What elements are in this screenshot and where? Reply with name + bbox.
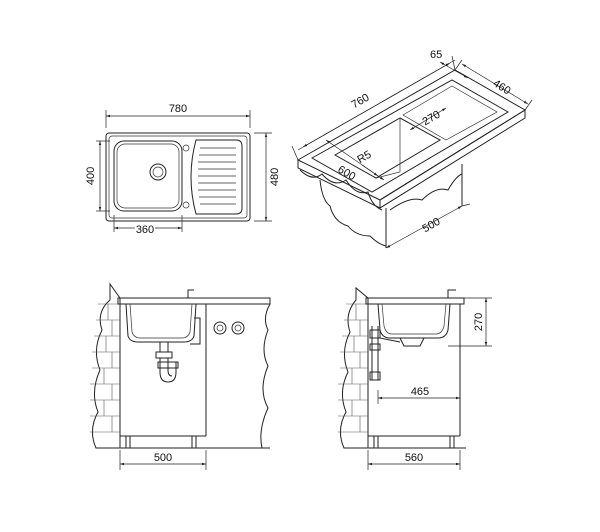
dim-depth-480: 480 [254,132,281,222]
side-pipe-fitting-3 [369,371,381,381]
side-pipe [371,326,379,380]
side-faucet [447,289,456,298]
label-270: 270 [421,109,443,129]
main-bowl-inner [116,143,180,209]
front-cut-wave [260,303,271,449]
tap-hole [182,144,190,152]
trap-cup [157,361,179,369]
dim-iso-270: 270 [409,107,447,131]
front-bowl-inner [129,303,193,339]
cabinet-cut-wave-2 [319,179,387,247]
side-connector [379,337,401,343]
dim-side-270: 270 [448,297,492,347]
iso-bowl-side [375,118,401,179]
pipe-end-2-inner [234,324,242,332]
pipe-end-1-inner [216,324,224,332]
dim-iso-500: 500 [385,203,471,249]
pipe-end-1 [213,321,227,335]
side-legs [373,435,455,449]
side-bowl-inner [381,303,447,335]
dim-side-560: 560 [367,450,461,470]
label-460: 460 [491,78,513,98]
countertop-side [379,109,526,209]
dim-iso-600: 600 [325,139,385,183]
dim-iso-460: 460 [454,59,533,111]
label-r5: R5 [355,149,373,166]
front-countertop [117,297,271,305]
brick-courses-left [90,303,120,433]
side-pipe-fitting-2 [369,343,381,351]
brick-courses-right [338,303,368,433]
countertop-front [297,160,381,209]
side-waste [399,337,425,347]
faucet [187,289,194,298]
label-270-side: 270 [473,313,485,331]
top-view: 780 400 480 360 [85,103,281,238]
iso-view: 760 65 460 270 R5 600 [291,49,533,249]
side-bowl [377,303,451,339]
front-legs [125,435,197,449]
cabinet-cut-wave [299,169,383,211]
label-500-front: 500 [154,452,172,464]
dim-width-780: 780 [105,103,251,128]
label-65: 65 [430,49,442,61]
label-480: 480 [269,168,281,186]
drainer-ribs [198,147,236,205]
dim-front-500: 500 [119,450,207,470]
front-section: 500 [90,282,271,470]
sink-inner-outline [108,135,248,219]
trap-pipe [159,358,177,383]
drain-fitting [155,351,173,359]
pipe-end-2 [231,321,245,335]
label-360: 360 [136,224,154,236]
brick-wall-left [92,282,121,449]
dim-iso-760: 760 [291,55,456,161]
drain-hole [149,163,167,181]
side-section: 270 465 560 [338,286,492,470]
dim-side-465: 465 [377,386,461,404]
label-760: 760 [350,92,372,112]
dim-bowl-360: 360 [113,215,183,238]
label-465: 465 [411,386,429,398]
label-560: 560 [405,452,423,464]
iso-drainer [402,85,498,141]
dim-depth-400: 400 [85,140,110,212]
label-780: 780 [169,103,187,115]
drain-hole-inner [152,166,164,178]
main-bowl [113,140,183,212]
brick-wall-right [340,286,369,449]
label-400: 400 [85,167,97,185]
front-bowl [125,303,197,343]
drainer-board [190,139,243,215]
cabinet-side-wave [389,173,463,211]
overflow-tube [190,317,201,345]
side-pipe-fitting-1 [369,329,381,339]
drain-pipe [159,342,169,352]
side-countertop [365,297,465,305]
sink-outline [105,132,251,222]
overflow-hole [182,201,190,209]
